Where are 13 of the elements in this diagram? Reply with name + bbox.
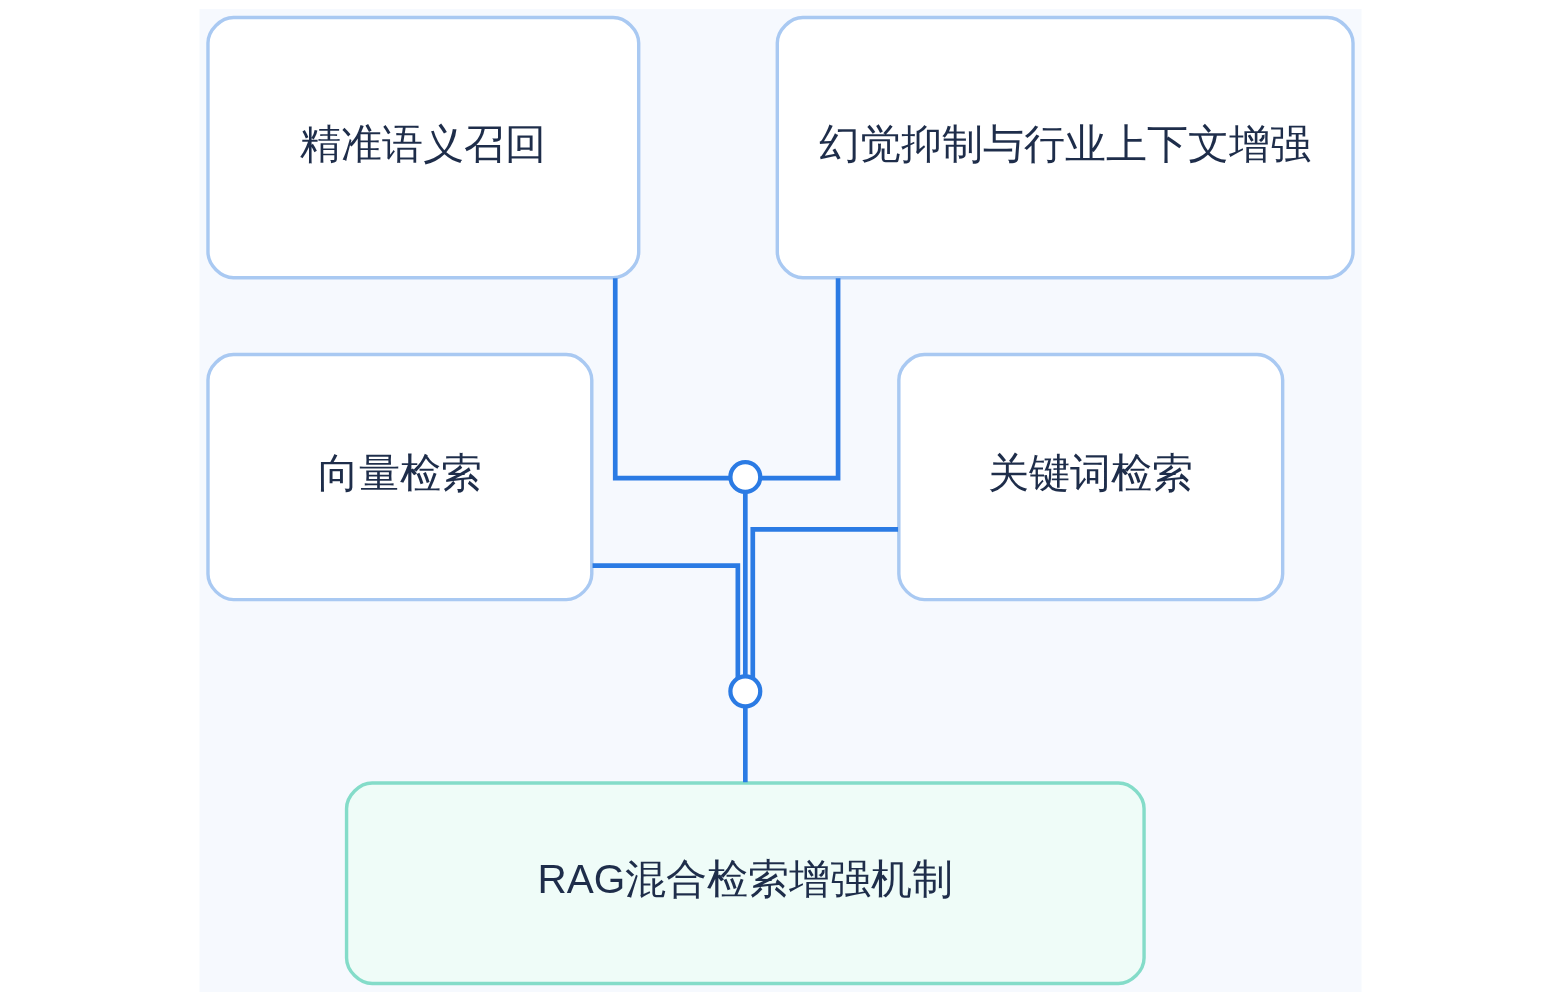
node-circle bbox=[727, 673, 762, 708]
connector bbox=[612, 277, 730, 480]
connector bbox=[742, 491, 748, 676]
node-box: 向量检索 bbox=[205, 352, 593, 601]
node-box: 精准语义召回 bbox=[205, 15, 640, 279]
connector bbox=[749, 526, 898, 678]
connector bbox=[760, 277, 840, 480]
connector bbox=[592, 562, 740, 678]
node-circle bbox=[727, 459, 762, 494]
node-box: 关键词检索 bbox=[896, 352, 1284, 601]
node-box: RAG混合检索增强机制 bbox=[344, 780, 1146, 985]
connector bbox=[742, 705, 748, 782]
node-box: 幻觉抑制与行业上下文增强 bbox=[775, 15, 1355, 279]
